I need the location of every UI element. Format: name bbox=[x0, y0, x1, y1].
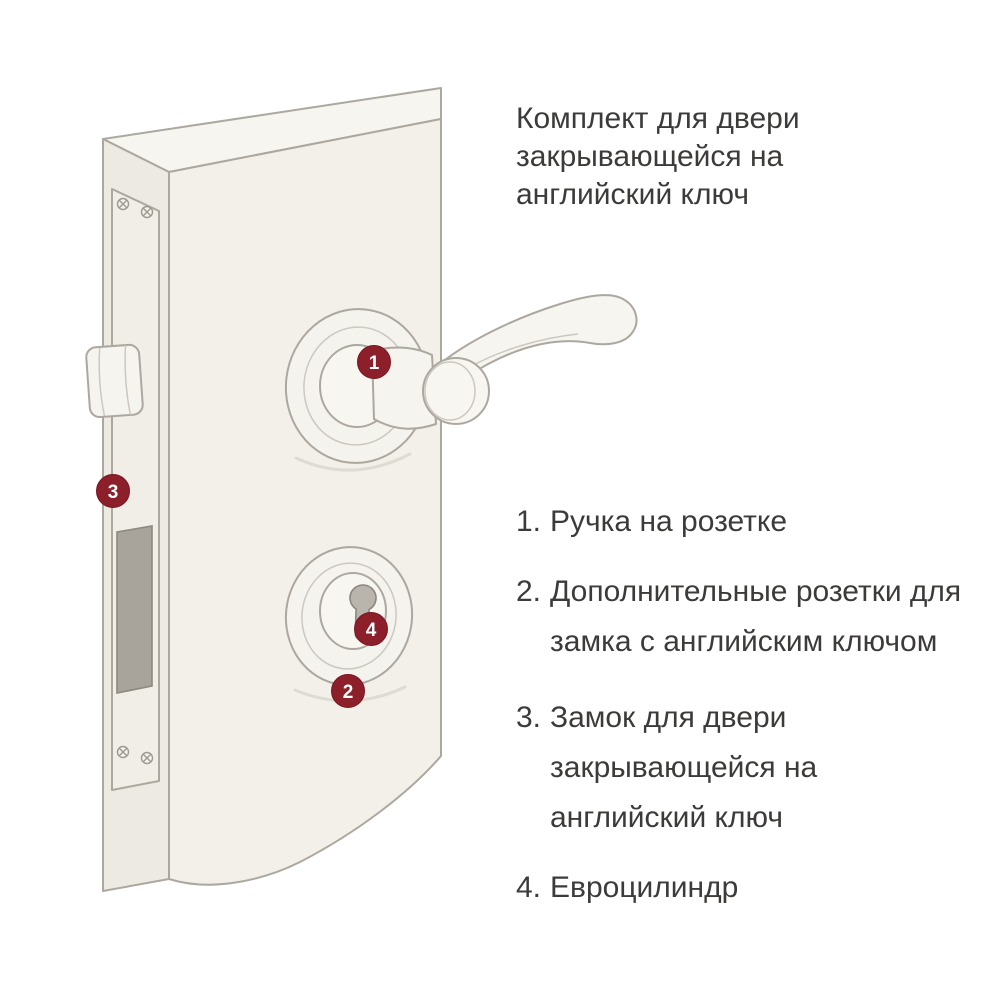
latch-bolt bbox=[85, 343, 144, 419]
legend-item-lock: 3. Замок для двери закрывающейся на англ… bbox=[516, 693, 991, 843]
legend-line: Дополнительные розетки для bbox=[550, 575, 962, 608]
lever-highlight bbox=[467, 333, 579, 369]
legend-item-number: 3. bbox=[516, 701, 542, 734]
legend-item-cylinder: 4. Евроцилиндр bbox=[516, 863, 991, 913]
title-line-1: Комплект для двери bbox=[516, 102, 800, 135]
legend-item-text: Евроцилиндр bbox=[550, 863, 738, 913]
legend-item-text: Дополнительные розетки для замка с англи… bbox=[550, 567, 961, 667]
callout-3-number: 3 bbox=[108, 482, 119, 503]
legend-item-text: Ручка на розетке bbox=[550, 497, 787, 547]
callout-2-number: 2 bbox=[343, 682, 354, 703]
faceplate-screws bbox=[116, 197, 154, 765]
legend-line: Ручка на розетке bbox=[550, 505, 788, 538]
door-lock-illustration: 3 1 4 2 bbox=[85, 87, 638, 892]
handle-boss bbox=[422, 357, 490, 425]
screw-icon bbox=[116, 197, 130, 211]
legend-item-number: 1. bbox=[516, 505, 542, 538]
legend-line: замка с английским ключом bbox=[550, 625, 938, 658]
callout-4-number: 4 bbox=[366, 620, 377, 641]
screw-icon bbox=[140, 751, 154, 765]
callout-3-badge: 3 bbox=[96, 474, 130, 508]
legend-line: английский ключ bbox=[550, 801, 783, 834]
legend-item-rosettes: 2. Дополнительные розетки для замка с ан… bbox=[516, 567, 991, 667]
door-front-face bbox=[168, 118, 442, 886]
legend-item-number: 4. bbox=[516, 871, 542, 904]
title-line-3: английский ключ bbox=[516, 178, 749, 211]
legend-item-handle: 1. Ручка на розетке bbox=[516, 497, 991, 547]
diagram-title: Комплект для двери закрывающейся на англ… bbox=[516, 100, 956, 214]
callout-4-badge: 4 bbox=[354, 612, 388, 646]
legend-line: Евроцилиндр bbox=[550, 871, 739, 904]
legend-item-number: 2. bbox=[516, 575, 542, 608]
screw-icon bbox=[116, 745, 130, 759]
callout-1-badge: 1 bbox=[357, 345, 391, 379]
callout-2-badge: 2 bbox=[331, 674, 365, 708]
rosette-shadow bbox=[294, 452, 412, 472]
deadbolt-slot bbox=[116, 525, 153, 694]
legend-line: Замок для двери bbox=[550, 701, 787, 734]
callout-1-number: 1 bbox=[369, 353, 380, 374]
legend-item-text: Замок для двери закрывающейся на английс… bbox=[550, 693, 817, 843]
screw-icon bbox=[140, 205, 154, 219]
legend-line: закрывающейся на bbox=[550, 751, 818, 784]
title-line-2: закрывающейся на bbox=[516, 140, 784, 173]
